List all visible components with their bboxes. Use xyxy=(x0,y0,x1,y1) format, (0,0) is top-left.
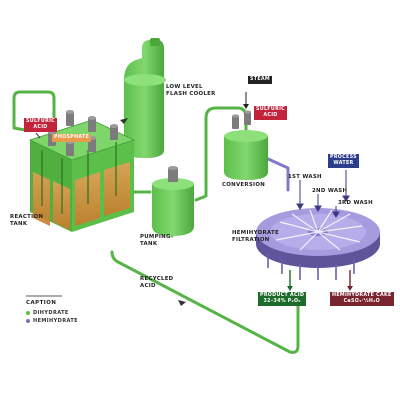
hemihydrate-cake-line-2: CaSO₄·½H₂O xyxy=(343,299,380,304)
motor-icon xyxy=(168,166,178,182)
sulfuric-acid-left-tag: SULFURIC ACID xyxy=(24,118,57,132)
reaction-tank-left-pipe xyxy=(12,90,56,132)
product-acid-line-1: PRODUCT ACID xyxy=(260,293,305,298)
pumping-tank-label-line-1: PUMPING xyxy=(140,234,171,240)
sulfuric-acid-right-tag: SULFURIC ACID xyxy=(254,106,287,120)
reaction-tank-label-line-1: REACTION xyxy=(10,214,44,220)
hemihydrate-cake-line-1: HEMIHYDRATE CAKE xyxy=(332,293,392,298)
reaction-tank-label: REACTION TANK xyxy=(10,214,43,228)
sulfuric-acid-left-line-1: SULFURIC xyxy=(26,119,55,124)
caption-dihydrate-label: DIHYDRATE xyxy=(33,310,69,316)
conversion-label: CONVERSION xyxy=(222,182,265,189)
flow-arrows xyxy=(120,118,186,306)
wash-arrows xyxy=(296,170,350,218)
hemihydrate-filtration-line-2: FILTRATION xyxy=(232,237,270,243)
steam-tag-text: STEAM xyxy=(250,77,270,82)
motor-icon xyxy=(244,110,251,125)
reaction-tank xyxy=(28,119,136,232)
dihydrate-dot-icon xyxy=(26,311,30,315)
recycled-acid-line-1: RECYCLED xyxy=(140,276,174,282)
sulfuric-acid-left-line-2: ACID xyxy=(33,125,48,130)
wash-3-text: 3RD WASH xyxy=(338,200,373,206)
sulfuric-acid-right-line-2: ACID xyxy=(263,113,278,118)
hemihydrate-filtration-line-1: HEMIHYDRATE xyxy=(232,230,280,236)
caption-item-dihydrate: DIHYDRATE xyxy=(26,310,69,316)
flash-cooler-label-line-1: LOW LEVEL xyxy=(166,84,203,90)
recycled-acid-label: RECYCLED ACID xyxy=(140,276,173,290)
pumping-tank-label-line-2: TANK xyxy=(140,241,158,247)
steam-tag: STEAM xyxy=(248,76,272,84)
hemihydrate-cake-tag: HEMIHYDRATE CAKE CaSO₄·½H₂O xyxy=(330,292,394,306)
wash-2-label: 2ND WASH xyxy=(312,188,347,195)
phosphate-tag: PHOSPHATE xyxy=(52,134,92,142)
recycled-acid-line-2: ACID xyxy=(140,283,156,289)
process-water-line-2: WATER xyxy=(333,161,354,166)
process-water-tag: PROCESS WATER xyxy=(328,154,359,168)
product-acid-line-2: 32–34% P₂O₅ xyxy=(263,299,301,304)
motor-icon xyxy=(88,116,96,132)
conversion-tank xyxy=(224,92,268,180)
conversion-label-text: CONVERSION xyxy=(222,182,266,188)
process-water-line-1: PROCESS xyxy=(330,155,357,160)
pumping-tank xyxy=(152,166,194,236)
wash-3-label: 3RD WASH xyxy=(338,200,373,207)
motor-icon xyxy=(66,140,74,156)
reaction-tank-label-line-2: TANK xyxy=(10,221,28,227)
reaction-compartment-4 xyxy=(104,162,130,216)
motor-icon xyxy=(232,114,239,129)
flash-cooler-label-line-2: FLASH COOLER xyxy=(166,91,216,97)
product-acid-tag: PRODUCT ACID 32–34% P₂O₅ xyxy=(258,292,307,306)
caption-item-hemihydrate: HEMIHYDRATE xyxy=(26,318,78,324)
hemihydrate-filtration-label: HEMIHYDRATE FILTRATION xyxy=(232,230,279,244)
hemihydrate-filter xyxy=(256,208,380,280)
phosphate-tag-text: PHOSPHATE xyxy=(54,135,90,140)
caption-title: CAPTION xyxy=(26,300,57,306)
wash-2-text: 2ND WASH xyxy=(312,188,348,194)
pumping-tank-label: PUMPING TANK xyxy=(140,234,171,248)
outlet-arrows xyxy=(287,270,353,291)
hemihydrate-dot-icon xyxy=(26,319,30,323)
sulfuric-acid-right-line-1: SULFURIC xyxy=(256,107,285,112)
flash-cooler-label: LOW LEVEL FLASH COOLER xyxy=(166,84,216,98)
flash-cooler xyxy=(124,38,166,158)
motor-icon xyxy=(66,110,74,126)
recycled-acid-pipe xyxy=(110,250,300,354)
sulfuric-acid-left-arrow xyxy=(35,132,41,139)
motor-icon xyxy=(110,124,118,140)
wash-1-text: 1ST WASH xyxy=(288,174,322,180)
wash-1-label: 1ST WASH xyxy=(288,174,322,181)
conversion-to-filter-pipe xyxy=(264,156,290,192)
caption-hemihydrate-label: HEMIHYDRATE xyxy=(33,318,78,324)
